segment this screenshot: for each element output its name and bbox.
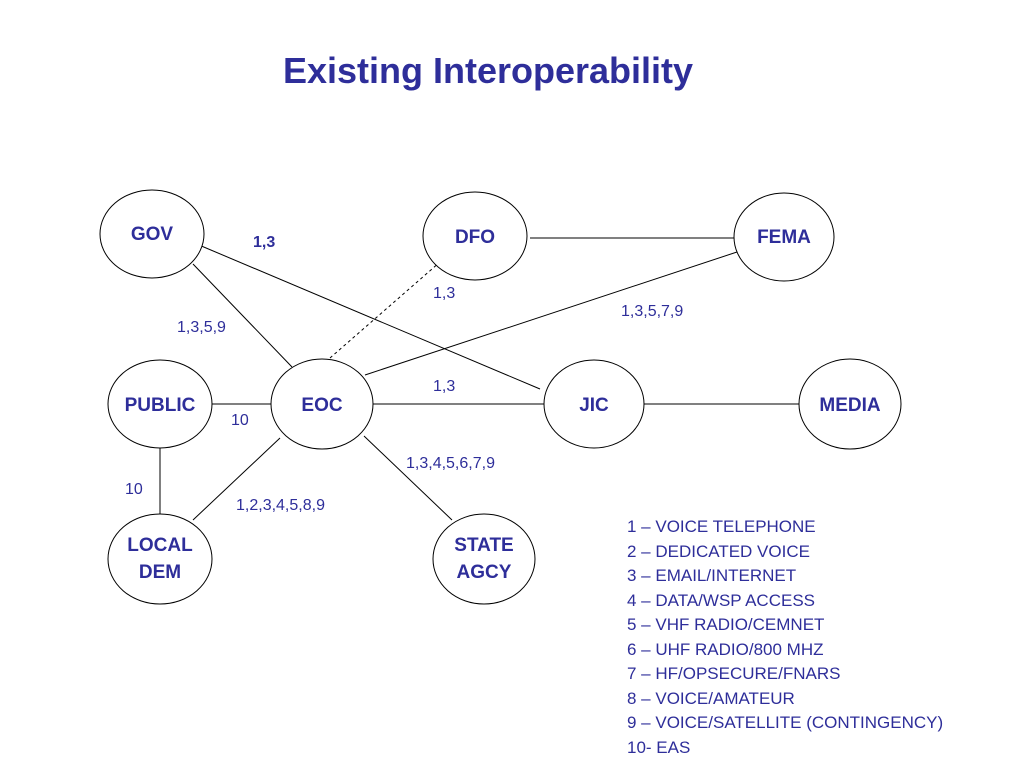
node-jic-label: JIC: [579, 395, 609, 416]
node-eoc-label: EOC: [301, 395, 342, 416]
edge-label-eoc-local: 1,2,3,4,5,8,9: [236, 497, 325, 514]
node-media-label: MEDIA: [819, 395, 881, 416]
legend-item: 9 – VOICE/SATELLITE (CONTINGENCY): [627, 713, 943, 732]
node-fema: [733, 192, 835, 282]
node-jic: [543, 359, 645, 449]
legend-item: 6 – UHF RADIO/800 MHZ: [627, 640, 824, 659]
edge-label-eoc-dfo: 1,3: [433, 285, 455, 302]
node-public: [107, 359, 213, 449]
edge-gov-jic: [198, 244, 541, 390]
node-fema-label: FEMA: [757, 227, 811, 248]
edge-label-public-local: 10: [125, 481, 143, 498]
node-local-dem-label-line2: DEM: [139, 562, 181, 583]
node-media: [798, 358, 902, 450]
legend-item: 5 – VHF RADIO/CEMNET: [627, 615, 824, 634]
node-gov: [99, 189, 205, 279]
edge-label-eoc-jic: 1,3: [433, 378, 455, 395]
node-dfo: [422, 191, 528, 281]
legend: 1 – VOICE TELEPHONE 2 – DEDICATED VOICE …: [627, 517, 943, 757]
edge-label-gov-eoc: 1,3,5,9: [177, 319, 226, 336]
edge-eoc-dfo: [329, 261, 441, 359]
edge-eoc-state: [363, 435, 453, 521]
node-gov-label: GOV: [131, 224, 174, 245]
edge-gov-eoc: [192, 263, 293, 368]
edge-label-eoc-state: 1,3,4,5,6,7,9: [406, 455, 495, 472]
edge-label-gov-jic: 1,3: [253, 234, 275, 251]
legend-item: 2 – DEDICATED VOICE: [627, 542, 810, 561]
legend-item: 8 – VOICE/AMATEUR: [627, 689, 795, 708]
node-state-agcy: [432, 513, 536, 605]
node-eoc: [270, 358, 374, 450]
node-dfo-label: DFO: [455, 227, 495, 248]
legend-item: 3 – EMAIL/INTERNET: [627, 566, 796, 585]
slide-title: Existing Interoperability: [282, 50, 694, 91]
edge-label-public-eoc: 10: [231, 412, 249, 429]
node-state-agcy-label-line1: STATE: [454, 535, 513, 556]
node-local-dem: [107, 513, 213, 605]
edge-eoc-fema: [364, 251, 738, 376]
legend-item: 10- EAS: [627, 738, 690, 757]
node-public-label: PUBLIC: [125, 395, 196, 416]
node-state-agcy-label-line2: AGCY: [457, 562, 512, 583]
legend-item: 1 – VOICE TELEPHONE: [627, 517, 816, 536]
edge-label-eoc-fema: 1,3,5,7,9: [621, 303, 683, 320]
edge-eoc-local: [192, 437, 281, 521]
legend-item: 4 – DATA/WSP ACCESS: [627, 591, 815, 610]
legend-item: 7 – HF/OPSECURE/FNARS: [627, 664, 841, 683]
node-local-dem-label-line1: LOCAL: [127, 535, 193, 556]
